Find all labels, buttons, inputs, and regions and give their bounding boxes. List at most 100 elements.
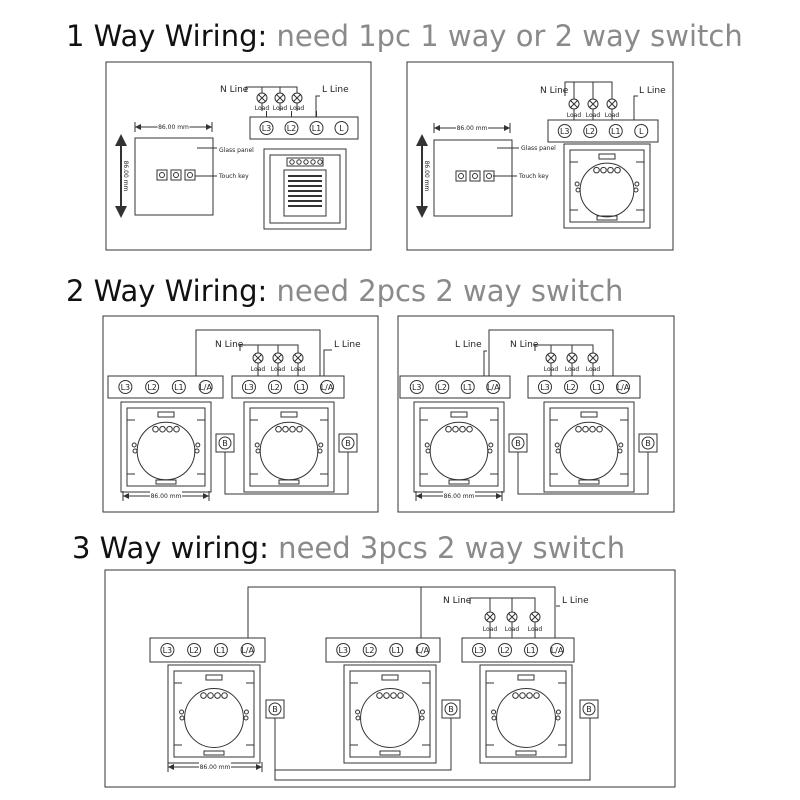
terminal-circle	[472, 643, 486, 657]
terminal-label: L1	[526, 646, 536, 655]
b-terminal-circle	[341, 436, 355, 450]
switch-hole	[195, 442, 201, 448]
terminal-circle	[118, 380, 133, 394]
terminal-circle	[187, 643, 202, 657]
lamp-cross	[608, 100, 616, 108]
switch-tab	[157, 411, 175, 418]
terminal-label: L	[639, 127, 644, 136]
switch-contact	[593, 166, 600, 174]
terminal-label: L3	[338, 646, 348, 655]
switch-contact	[596, 425, 603, 433]
l-line-label: L Line	[322, 85, 349, 95]
heading-3-rest: need 3pcs 2 way switch	[268, 531, 626, 565]
switch-contact	[296, 425, 303, 433]
lamp-cross	[276, 94, 284, 102]
switch-hole	[355, 709, 361, 715]
b-terminal-circle	[444, 702, 458, 716]
l-line-label: L Line	[639, 86, 666, 96]
switch-hole	[355, 715, 361, 721]
switch-contact	[452, 425, 459, 433]
switch-contact	[466, 425, 473, 433]
switch-housing	[479, 664, 573, 764]
switch-contact	[207, 692, 214, 699]
touch-key-label: Touch key	[218, 173, 249, 180]
terminal-circle	[524, 643, 538, 657]
n-line-label: N Line	[510, 340, 539, 350]
terminal-label: L/A	[199, 383, 212, 392]
terminal-circle	[634, 124, 649, 138]
relay-block	[283, 169, 327, 217]
diagram-frame	[104, 569, 676, 788]
lamp-cross	[294, 354, 302, 362]
lamp-cross	[568, 354, 576, 362]
switch-dial	[559, 421, 619, 481]
wire	[633, 95, 638, 120]
arrow-head	[504, 125, 510, 131]
wire	[315, 95, 320, 117]
terminal-circle	[590, 380, 604, 394]
switch-hole	[491, 715, 497, 721]
terminal-label: L3	[560, 127, 570, 136]
terminal-strip	[107, 375, 224, 399]
terminal-circle	[538, 380, 552, 394]
terminal-circle	[550, 643, 564, 657]
switch-dial	[429, 421, 489, 481]
switch-hole	[555, 448, 561, 454]
terminal-circle	[336, 643, 351, 657]
touch-key-dot	[458, 173, 464, 179]
b-terminal-label: B	[448, 705, 454, 714]
switch-contact	[200, 692, 207, 699]
terminal-circle	[198, 380, 213, 394]
terminal-circle	[171, 380, 186, 394]
switch-contact	[383, 692, 390, 699]
switch-contact	[512, 692, 519, 699]
arrow-head	[135, 124, 141, 130]
switch-dial	[360, 688, 420, 748]
terminal-label: L1	[611, 127, 621, 136]
switch-contact	[519, 692, 526, 699]
b-terminal-circle	[268, 702, 282, 716]
switch-tab	[580, 411, 598, 418]
terminal-label: L1	[463, 383, 473, 392]
switch-contact	[582, 425, 589, 433]
terminal-circle	[309, 121, 324, 135]
switch-contact	[526, 692, 533, 699]
switch-contact	[397, 692, 404, 699]
wire	[274, 718, 591, 781]
switch-tab	[598, 153, 616, 160]
switch-top-bar	[286, 157, 324, 167]
switch-hole	[555, 709, 561, 715]
switch-housing	[543, 401, 635, 493]
terminal-strip	[461, 637, 575, 663]
terminal-circle	[320, 380, 334, 394]
switch-inner	[173, 670, 255, 758]
lamp-cross	[258, 94, 266, 102]
n-line-label: N Line	[443, 596, 472, 606]
heading-2-way: 2 Way Wiring: need 2pcs 2 way switch	[66, 277, 623, 306]
terminal-label: L2	[500, 646, 510, 655]
terminal-circle	[583, 124, 598, 138]
switch-contact	[296, 159, 302, 165]
switch-contact	[282, 425, 289, 433]
b-terminal-label: B	[515, 439, 521, 448]
b-terminal-label: B	[586, 705, 592, 714]
switch-dial	[496, 688, 556, 748]
l-line-label: L Line	[455, 340, 482, 350]
switch-tab	[379, 750, 401, 756]
dimension-label: 86.00 mm	[457, 125, 488, 132]
dimension-label-bg	[150, 491, 182, 500]
n-line-label: N Line	[540, 86, 569, 96]
terminal-label: L/A	[487, 383, 500, 392]
switch-hole	[424, 442, 430, 448]
lamp-cross	[589, 354, 597, 362]
b-terminal-label: B	[345, 439, 351, 448]
switch-contact	[159, 425, 166, 433]
switch-contact	[575, 425, 582, 433]
switch-contact	[445, 425, 452, 433]
b-terminal-circle	[511, 436, 525, 450]
terminal-strip	[249, 116, 359, 140]
switch-tab	[448, 479, 470, 485]
arrow-head	[206, 124, 212, 130]
wire	[534, 344, 594, 353]
terminal-circle	[259, 121, 274, 135]
